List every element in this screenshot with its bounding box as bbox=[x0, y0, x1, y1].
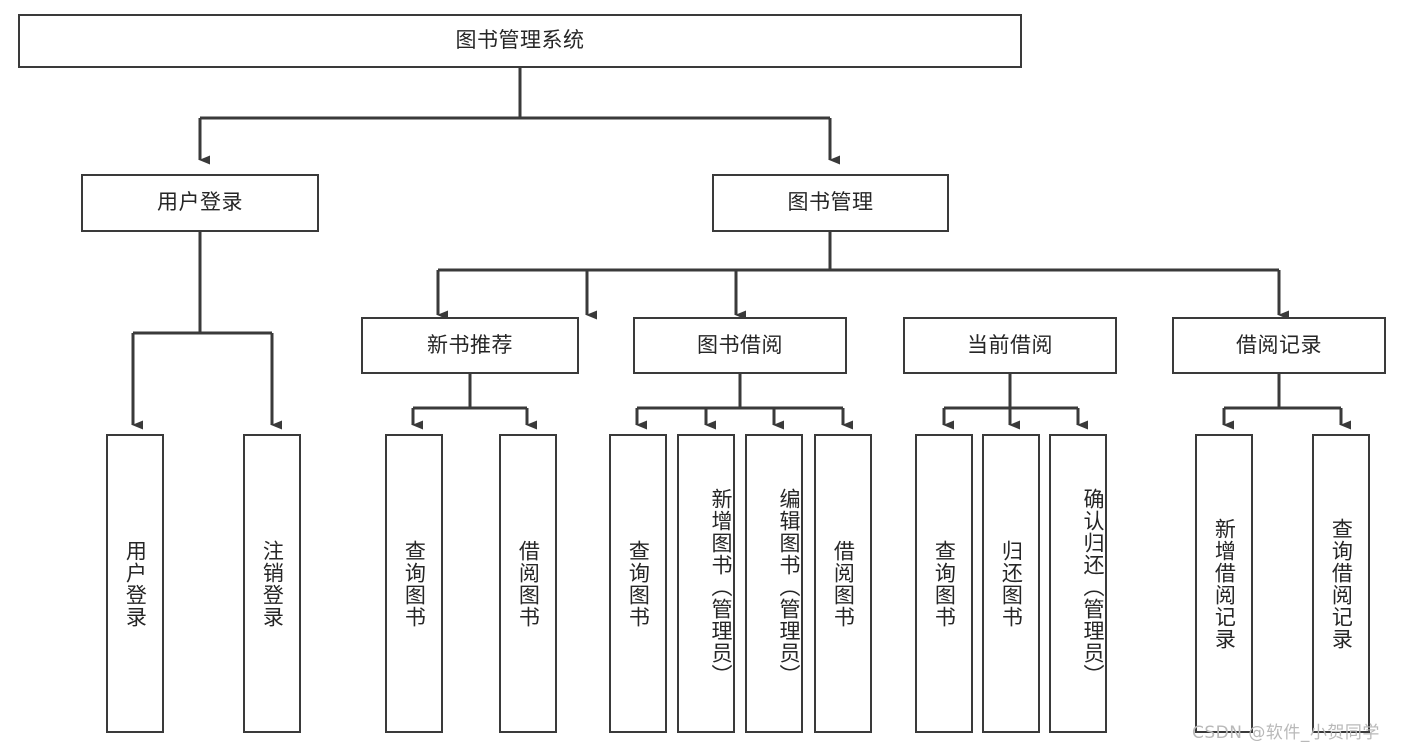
node-label: 借阅图书 bbox=[831, 539, 856, 628]
node-root-system[interactable]: 图书管理系统 bbox=[18, 14, 1022, 68]
node-label: 注销登录 bbox=[260, 539, 285, 628]
node-label: 借阅记录 bbox=[1236, 332, 1322, 357]
node-label: 图书管理系统 bbox=[455, 28, 585, 53]
node-label: 借阅图书 bbox=[516, 539, 541, 628]
leaf-user-login-signout[interactable]: 注销登录 bbox=[243, 434, 301, 733]
node-current-borrow[interactable]: 当前借阅 bbox=[903, 317, 1117, 374]
node-label: 查询图书 bbox=[932, 539, 957, 628]
node-label: 查询图书 bbox=[402, 539, 427, 628]
leaf-current-return-book[interactable]: 归还图书 bbox=[982, 434, 1040, 733]
node-label: 查询借阅记录 bbox=[1329, 517, 1354, 650]
csdn-watermark: CSDN @软件_小贺同学 bbox=[1192, 723, 1380, 743]
leaf-record-add-record[interactable]: 新增借阅记录 bbox=[1195, 434, 1253, 733]
node-label: 新增图书（管理员） bbox=[709, 487, 733, 686]
node-new-book-recommend[interactable]: 新书推荐 bbox=[361, 317, 579, 374]
node-label: 图书借阅 bbox=[697, 332, 783, 357]
leaf-user-login-signin[interactable]: 用户登录 bbox=[106, 434, 164, 733]
node-label: 编辑图书（管理员） bbox=[777, 487, 801, 686]
leaf-borrow-query-book[interactable]: 查询图书 bbox=[609, 434, 667, 733]
node-label: 新书推荐 bbox=[427, 332, 513, 357]
leaf-current-confirm-return-admin[interactable]: 确认归还（管理员） bbox=[1049, 434, 1107, 733]
node-book-management[interactable]: 图书管理 bbox=[712, 174, 949, 232]
leaf-record-query-record[interactable]: 查询借阅记录 bbox=[1312, 434, 1370, 733]
node-user-login[interactable]: 用户登录 bbox=[81, 174, 319, 232]
node-label: 确认归还（管理员） bbox=[1081, 487, 1105, 686]
leaf-recommend-query-book[interactable]: 查询图书 bbox=[385, 434, 443, 733]
node-label: 图书管理 bbox=[787, 190, 874, 215]
node-label: 查询图书 bbox=[626, 539, 651, 628]
node-book-borrow[interactable]: 图书借阅 bbox=[633, 317, 847, 374]
node-borrow-record[interactable]: 借阅记录 bbox=[1172, 317, 1386, 374]
leaf-recommend-borrow-book[interactable]: 借阅图书 bbox=[499, 434, 557, 733]
node-label: 归还图书 bbox=[999, 539, 1024, 628]
node-label: 用户登录 bbox=[123, 539, 148, 628]
leaf-borrow-borrow-book[interactable]: 借阅图书 bbox=[814, 434, 872, 733]
node-label: 当前借阅 bbox=[967, 332, 1053, 357]
node-label: 用户登录 bbox=[157, 190, 243, 215]
leaf-current-query-book[interactable]: 查询图书 bbox=[915, 434, 973, 733]
node-label: 新增借阅记录 bbox=[1212, 517, 1237, 650]
leaf-borrow-add-book-admin[interactable]: 新增图书（管理员） bbox=[677, 434, 735, 733]
leaf-borrow-edit-book-admin[interactable]: 编辑图书（管理员） bbox=[745, 434, 803, 733]
